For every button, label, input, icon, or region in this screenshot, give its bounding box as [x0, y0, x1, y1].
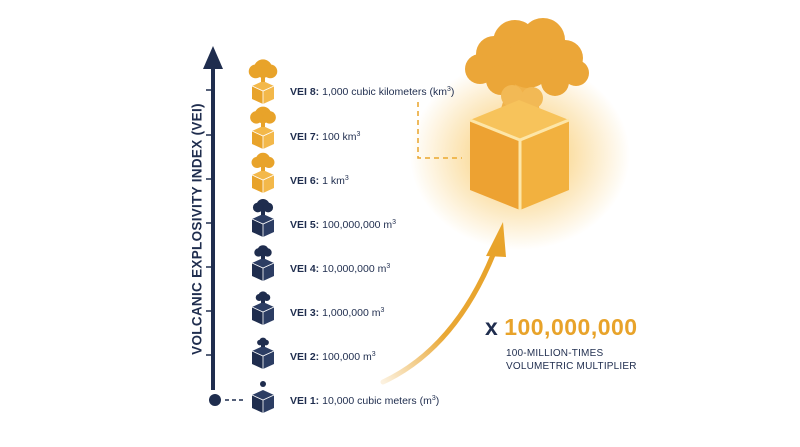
- vei-3-unit-exponent: 3: [380, 307, 385, 314]
- vei-8-volume: 1,000 cubic kilometers (km: [319, 86, 447, 98]
- axis-origin-dot: [209, 394, 221, 406]
- vei-4-label: VEI 4: 10,000,000 m3: [290, 261, 390, 275]
- vei-8-label: VEI 8: 1,000 cubic kilometers (km3): [290, 84, 454, 98]
- vei-1-label: VEI 1: 10,000 cubic meters (m3): [290, 393, 439, 407]
- vei-6-unit-exponent: 3: [344, 175, 349, 182]
- vei-1-suffix: ): [435, 395, 440, 407]
- vei-1-volume: 10,000 cubic meters (m: [319, 395, 432, 407]
- vei-8-unit-exponent: 3: [446, 86, 451, 93]
- vei-8-code: VEI 8:: [290, 86, 320, 98]
- axis-arrowhead-icon: [203, 46, 223, 69]
- vei-6-label: VEI 6: 1 km3: [290, 173, 349, 187]
- vei-5-volume: 100,000,000 m: [319, 219, 393, 231]
- vei-7-label: VEI 7: 100 km3: [290, 129, 360, 143]
- vei-5-unit-exponent: 3: [392, 219, 397, 226]
- vei-6-volume: 1 km: [319, 175, 345, 187]
- multiplier-value: 100,000,000: [504, 314, 638, 340]
- vei-2-label: VEI 2: 100,000 m3: [290, 349, 376, 363]
- vei-4-code: VEI 4:: [290, 263, 320, 275]
- vei-3-box-eruption-icon: [251, 291, 275, 325]
- vei-3-code: VEI 3:: [290, 307, 320, 319]
- vei-4-volume: 10,000,000 m: [319, 263, 387, 275]
- vei-2-volume: 100,000 m: [319, 351, 372, 363]
- vei-2-code: VEI 2:: [290, 351, 320, 363]
- vei-6-box-eruption-icon: [251, 152, 275, 193]
- mushroom-cloud-icon: [465, 18, 589, 112]
- vei-8-suffix: ): [450, 86, 455, 98]
- vei-8-box-eruption-icon: [248, 59, 278, 104]
- vei-1-code: VEI 1:: [290, 395, 320, 407]
- vei-5-code: VEI 5:: [290, 219, 320, 231]
- multiplier-caption-line-2: VOLUMETRIC MULTIPLIER: [506, 360, 637, 372]
- vei-3-volume: 1,000,000 m: [319, 307, 381, 319]
- vei-6-code: VEI 6:: [290, 175, 320, 187]
- multiplier-heading: x 100,000,000: [485, 314, 638, 341]
- multiplier-prefix: x: [485, 314, 505, 340]
- curved-arrow-icon: [380, 222, 506, 385]
- vei-axis: [203, 46, 246, 406]
- vei-4-box-eruption-icon: [251, 245, 275, 281]
- large-glowing-cube-icon: [469, 100, 570, 210]
- axis-title: VOLCANIC EXPLOSIVITY INDEX (VEI): [189, 103, 205, 355]
- vei-7-unit-exponent: 3: [356, 131, 361, 138]
- vei-3-label: VEI 3: 1,000,000 m3: [290, 305, 384, 319]
- vei-7-code: VEI 7:: [290, 131, 320, 143]
- axis-ticks: [206, 89, 212, 356]
- vei-1-box-eruption-icon: [251, 381, 275, 413]
- level-icons: [248, 59, 278, 413]
- multiplier-caption-line-1: 100-MILLION-TIMES: [506, 348, 604, 359]
- vei-7-volume: 100 km: [319, 131, 357, 143]
- vei-7-box-eruption-icon: [250, 106, 276, 149]
- vei-5-label: VEI 5: 100,000,000 m3: [290, 217, 396, 231]
- vei-5-box-eruption-icon: [251, 199, 275, 237]
- vei-4-unit-exponent: 3: [386, 263, 391, 270]
- vei-2-box-eruption-icon: [251, 337, 275, 369]
- vei-2-unit-exponent: 3: [371, 351, 376, 358]
- vei-1-unit-exponent: 3: [431, 395, 436, 402]
- multiplier-caption: 100-MILLION-TIMES VOLUMETRIC MULTIPLIER: [506, 348, 637, 373]
